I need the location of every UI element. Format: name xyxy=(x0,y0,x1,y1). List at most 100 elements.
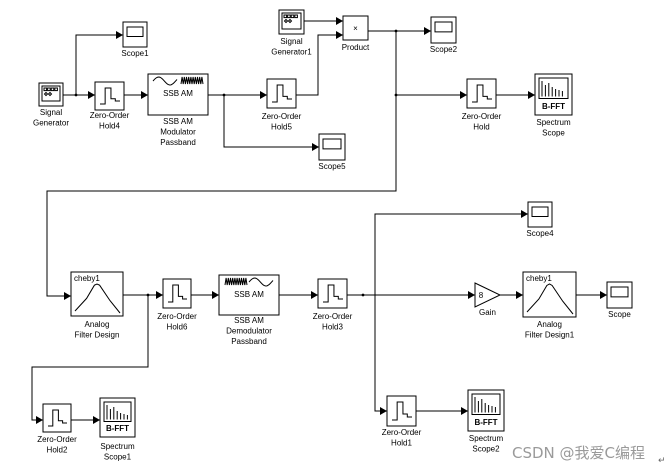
branch-point xyxy=(74,93,78,97)
zero-order-hold-frame xyxy=(42,403,72,433)
block-label: Signal xyxy=(280,37,302,46)
scope-screen-icon xyxy=(126,26,144,37)
scope-screen-icon xyxy=(531,206,549,217)
zero-order-hold-frame xyxy=(466,78,497,109)
block-label: Filter Design1 xyxy=(525,331,575,340)
signal-generator-square-icon xyxy=(290,14,295,19)
branch-point xyxy=(222,93,226,97)
zero-order-hold-frame xyxy=(386,395,417,427)
arrowhead-icon xyxy=(260,91,267,99)
branch-point xyxy=(394,93,398,97)
branch-point xyxy=(361,293,365,297)
zero-order-hold-frame xyxy=(162,278,192,309)
arrowhead-icon xyxy=(336,31,343,39)
block-label: Scope5 xyxy=(318,162,346,171)
block-label: SSB AM xyxy=(163,117,193,126)
block-label: Gain xyxy=(479,308,496,317)
arrowhead-icon xyxy=(516,291,523,299)
arrowhead-icon xyxy=(380,407,387,415)
zero-order-hold-frame xyxy=(266,78,297,109)
branch-point xyxy=(146,293,150,297)
block-label: Scope xyxy=(542,129,565,138)
signal-line xyxy=(223,95,319,148)
block-scope4[interactable]: Scope4 xyxy=(526,201,554,238)
zero-order-hold-icon xyxy=(48,409,67,427)
block-label: Hold2 xyxy=(47,446,68,455)
block-label: Product xyxy=(342,43,370,52)
block-label: Hold1 xyxy=(391,439,412,448)
zero-order-hold-icon xyxy=(272,84,292,103)
block-label: Hold6 xyxy=(167,323,188,332)
zero-order-hold-icon xyxy=(472,84,492,103)
block-text: B-FFT xyxy=(106,424,129,433)
signal-generator-square-icon xyxy=(283,14,288,19)
block-text: SSB AM xyxy=(163,89,193,98)
block-text: B-FFT xyxy=(474,418,497,427)
block-label: Demodulator xyxy=(226,327,272,336)
block-label: Signal xyxy=(40,108,62,117)
arrowhead-icon xyxy=(424,27,431,35)
scope-screen-icon xyxy=(610,286,629,298)
signal-line xyxy=(75,34,123,95)
block-scope1[interactable]: Scope1 xyxy=(121,21,149,58)
signal-line xyxy=(296,34,343,96)
block-product[interactable]: ×Product xyxy=(342,15,370,52)
block-label: Passband xyxy=(231,337,267,346)
sine-wave-icon xyxy=(248,277,274,287)
signal-generator-square-icon xyxy=(54,87,58,92)
block-label: Modulator xyxy=(160,128,196,137)
block-scope[interactable]: Scope xyxy=(606,281,633,319)
return-mark: ↵ xyxy=(658,456,666,466)
signal-generator-square-icon xyxy=(294,14,298,19)
block-label: Spectrum xyxy=(536,118,571,127)
filter-response-icon xyxy=(526,283,574,315)
block-label: Zero-Order xyxy=(382,428,422,437)
block-scope5[interactable]: Scope5 xyxy=(318,133,346,171)
block-label: Generator1 xyxy=(271,48,312,57)
arrowhead-icon xyxy=(64,292,71,300)
block-label: Scope1 xyxy=(121,49,149,58)
block-label: Scope2 xyxy=(430,45,458,54)
signal-generator-square-icon xyxy=(47,87,51,92)
block-label: Passband xyxy=(160,138,196,147)
signal-generator-square-icon xyxy=(50,87,55,92)
arrowhead-icon xyxy=(336,17,343,25)
arrowhead-icon xyxy=(156,291,163,299)
block-scope2[interactable]: Scope2 xyxy=(430,16,458,54)
arrowhead-icon xyxy=(528,91,535,99)
arrowhead-icon xyxy=(212,291,219,299)
block-label: Analog xyxy=(537,320,562,329)
zero-order-hold-icon xyxy=(323,284,343,303)
signal-line xyxy=(374,295,387,412)
block-text: cheby1 xyxy=(526,274,552,283)
signal-line xyxy=(31,295,149,421)
arrowhead-icon xyxy=(468,291,475,299)
block-text: B-FFT xyxy=(542,102,565,111)
block-text: SSB AM xyxy=(234,290,264,299)
block-text: 8 xyxy=(479,291,484,300)
zero-order-hold-icon xyxy=(168,284,187,303)
block-label: Spectrum xyxy=(469,434,504,443)
zero-order-hold-frame xyxy=(317,278,348,309)
block-label: Filter Design xyxy=(75,331,120,340)
arrowhead-icon xyxy=(116,31,123,39)
signal-line xyxy=(46,31,397,297)
